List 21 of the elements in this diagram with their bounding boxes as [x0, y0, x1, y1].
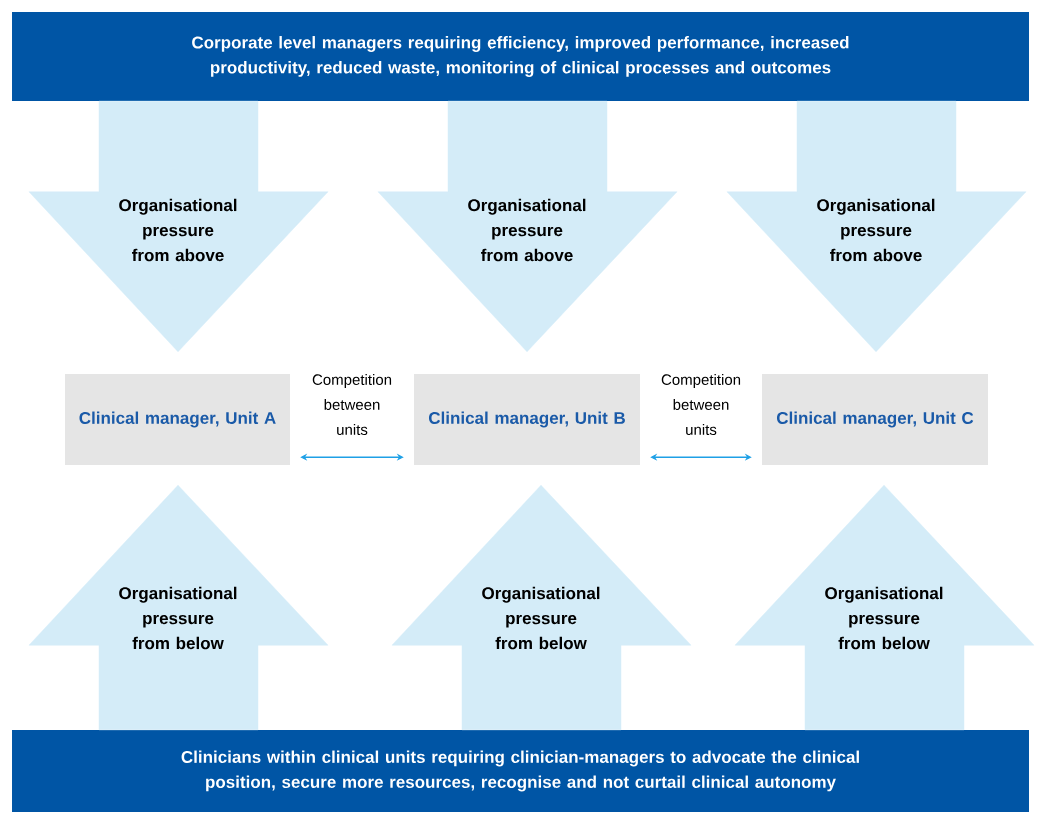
edge-label: Competition between units — [312, 374, 392, 435]
double-arrow — [300, 453, 404, 461]
edge-label: Competition between units — [661, 374, 741, 435]
banner-box: Clinicians within clinical units requiring clinician-managers to advocate the clinical position, secure more resources, recognise and not curtail clinical autonomy — [12, 730, 1029, 812]
arrow-label: Organisational pressure from above — [468, 198, 586, 262]
banner-box: Corporate level managers requiring efficiency, improved performance, increased productivity, reduced waste, monitoring of clinical processes and outcomes — [12, 12, 1029, 101]
down-arrow — [726, 100, 1027, 353]
manager-box: Clinical manager, Unit C — [762, 374, 988, 465]
arrow-label: Organisational pressure from below — [119, 586, 237, 650]
down-arrow — [377, 100, 678, 353]
arrow-label: Organisational pressure from above — [119, 198, 237, 262]
manager-box: Clinical manager, Unit A — [65, 374, 290, 465]
up-arrow — [391, 484, 692, 731]
up-arrow — [734, 484, 1035, 731]
double-arrow — [650, 453, 752, 461]
manager-box: Clinical manager, Unit B — [414, 374, 640, 465]
arrow-label: Organisational pressure from below — [482, 586, 600, 650]
down-arrow — [28, 100, 329, 353]
arrow-label: Organisational pressure from below — [825, 586, 943, 650]
up-arrow — [28, 484, 329, 731]
arrow-label: Organisational pressure from above — [817, 198, 935, 262]
